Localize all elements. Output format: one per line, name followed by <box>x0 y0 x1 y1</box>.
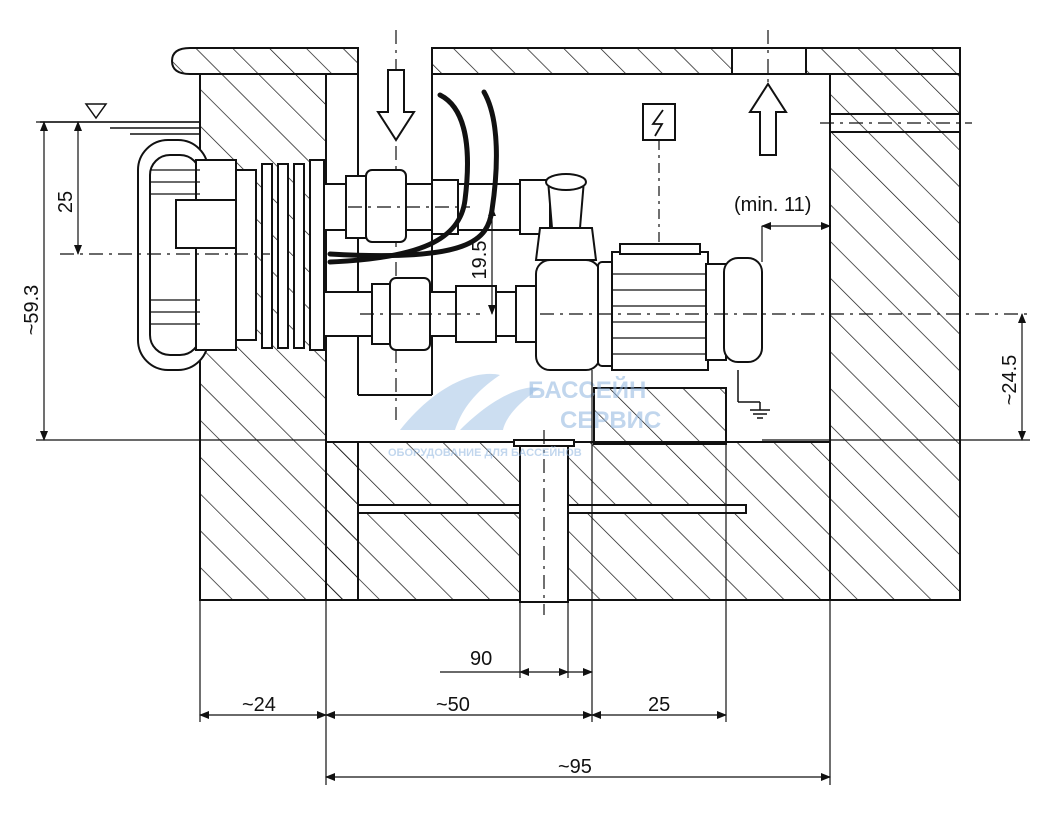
valve-body <box>534 173 601 371</box>
dim-min-11: (min. 11) <box>734 194 811 216</box>
pump-base <box>593 387 727 445</box>
right-wall <box>829 73 961 601</box>
wall-opening <box>820 113 972 133</box>
arrow-down-icon <box>376 69 416 142</box>
top-slab-middle <box>431 47 733 75</box>
drain-pipe <box>513 430 575 615</box>
water-level <box>40 103 200 135</box>
dim-25-horizontal: 25 <box>648 694 670 716</box>
dim-approx-95: ~95 <box>558 756 592 778</box>
dimension-lines <box>36 121 1030 785</box>
ground-icon <box>737 370 770 419</box>
dim-19-5: 19.5 <box>469 241 491 280</box>
jet-nozzle <box>60 139 325 371</box>
floor-slab-left <box>325 441 521 601</box>
dim-approx-24: ~24 <box>242 694 276 716</box>
dim-90: 90 <box>470 648 492 670</box>
dim-25-vertical: 25 <box>55 191 77 213</box>
dim-approx-24-5: ~24.5 <box>999 355 1021 406</box>
watermark-line3: ОБОРУДОВАНИЕ ДЛЯ БАССЕЙНОВ <box>388 446 582 459</box>
top-slab <box>170 47 359 75</box>
lower-pipe <box>323 277 541 351</box>
pump-motor <box>540 243 1030 371</box>
upper-pipe <box>323 169 551 243</box>
dim-approx-59-3: ~59.3 <box>21 285 43 336</box>
water-level-triangle-icon <box>84 103 108 120</box>
dim-approx-50: ~50 <box>436 694 470 716</box>
room-outline <box>325 47 831 443</box>
top-slab-right <box>805 47 961 75</box>
watermark-line2: СЕРВИС <box>560 407 661 434</box>
lightning-icon <box>642 103 676 244</box>
watermark-line1: БАССЕЙН <box>528 376 646 404</box>
watermark: БАССЕЙН СЕРВИС ОБОРУДОВАНИЕ ДЛЯ БАССЕЙНО… <box>388 373 661 459</box>
floor-slab-right <box>567 441 831 601</box>
arrow-up-icon <box>748 82 788 156</box>
